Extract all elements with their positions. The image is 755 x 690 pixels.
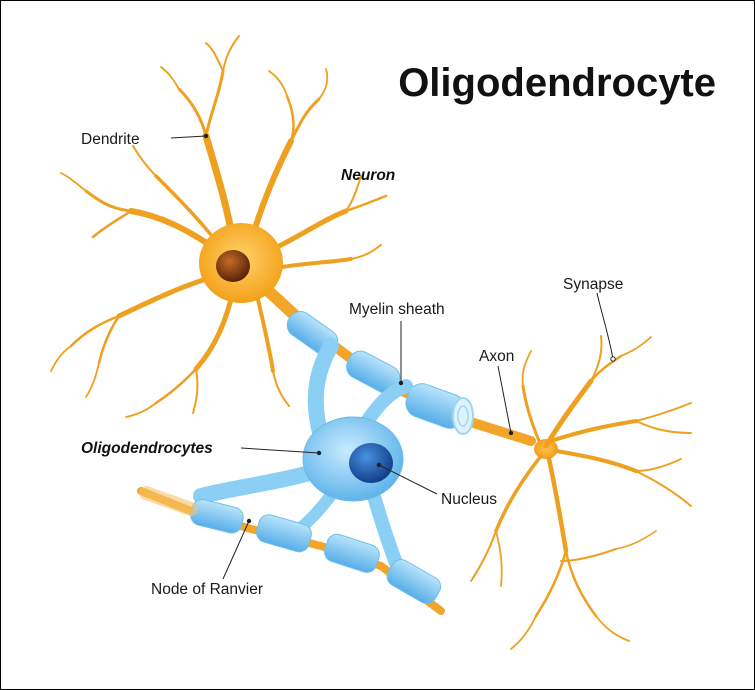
label-synapse: Synapse	[563, 276, 623, 293]
label-myelin-sheath: Myelin sheath	[349, 301, 445, 318]
label-dendrite: Dendrite	[81, 131, 140, 148]
neuron-nucleus	[216, 250, 250, 282]
leader-synapse	[597, 293, 613, 359]
label-oligodendrocytes: Oligodendrocytes	[81, 440, 213, 457]
label-node-of-ranvier: Node of Ranvier	[151, 581, 263, 598]
neuron-soma	[199, 223, 283, 303]
label-nucleus: Nucleus	[441, 491, 497, 508]
label-neuron: Neuron	[341, 167, 395, 184]
leader-dendrite	[171, 136, 206, 138]
neuron-dendrites	[51, 36, 386, 417]
leader-axon	[498, 366, 511, 433]
label-axon: Axon	[479, 348, 514, 365]
oligodendrocyte-nucleus	[349, 443, 393, 483]
diagram-title: Oligodendrocyte	[398, 61, 716, 105]
synapse-terminal	[471, 336, 691, 649]
